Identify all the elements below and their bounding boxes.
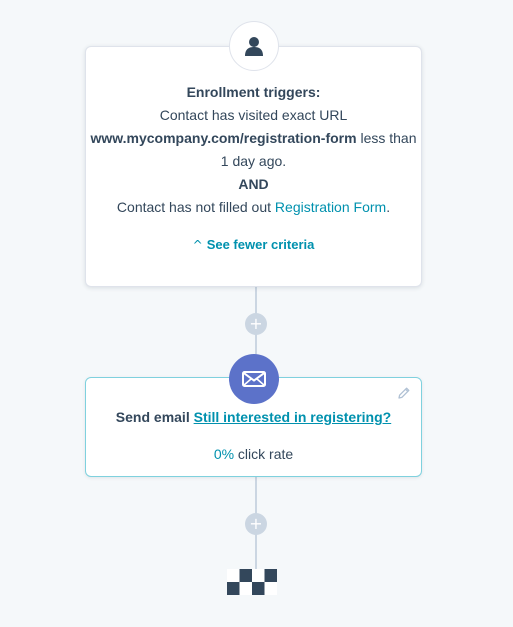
checkered-flag-icon	[227, 569, 277, 595]
email-icon	[229, 354, 279, 404]
trigger-criteria: Enrollment triggers: Contact has visited…	[86, 81, 421, 257]
trigger-criterion-form: Contact has not filled out Registration …	[86, 196, 421, 219]
pencil-icon[interactable]	[397, 386, 411, 400]
add-step-button[interactable]: +	[245, 513, 267, 535]
trigger-url-suffix: less than	[356, 130, 417, 146]
enrollment-trigger-card[interactable]: Enrollment triggers: Contact has visited…	[85, 46, 422, 287]
trigger-form-prefix: Contact has not filled out	[116, 199, 275, 215]
contact-icon	[229, 21, 279, 71]
trigger-heading: Enrollment triggers:	[186, 84, 321, 100]
trigger-conjunction: AND	[238, 176, 269, 192]
trigger-criterion-time: 1 day ago.	[220, 153, 287, 169]
registration-form-link[interactable]: Registration Form	[274, 199, 387, 215]
click-rate-value: 0%	[213, 446, 235, 462]
click-rate-label: click rate	[234, 446, 294, 462]
trigger-criterion-url-line: www.mycompany.com/registration-form less…	[86, 127, 421, 150]
add-step-button[interactable]: +	[245, 313, 267, 335]
see-fewer-criteria-button[interactable]: ^See fewer criteria	[193, 233, 315, 257]
trigger-criterion-url-label: Contact has visited exact URL	[159, 107, 348, 123]
see-fewer-label: See fewer criteria	[206, 237, 315, 252]
trigger-form-suffix: .	[386, 199, 391, 215]
trigger-url: www.mycompany.com/registration-form	[90, 130, 357, 146]
send-email-line: Send email Still interested in registeri…	[86, 409, 421, 425]
email-name-link[interactable]: Still interested in registering?	[193, 409, 392, 425]
send-email-action-card[interactable]: Send email Still interested in registeri…	[85, 377, 422, 477]
click-rate-line: 0% click rate	[86, 446, 421, 462]
send-email-label: Send email	[115, 409, 194, 425]
chevron-up-icon: ^	[192, 238, 203, 252]
